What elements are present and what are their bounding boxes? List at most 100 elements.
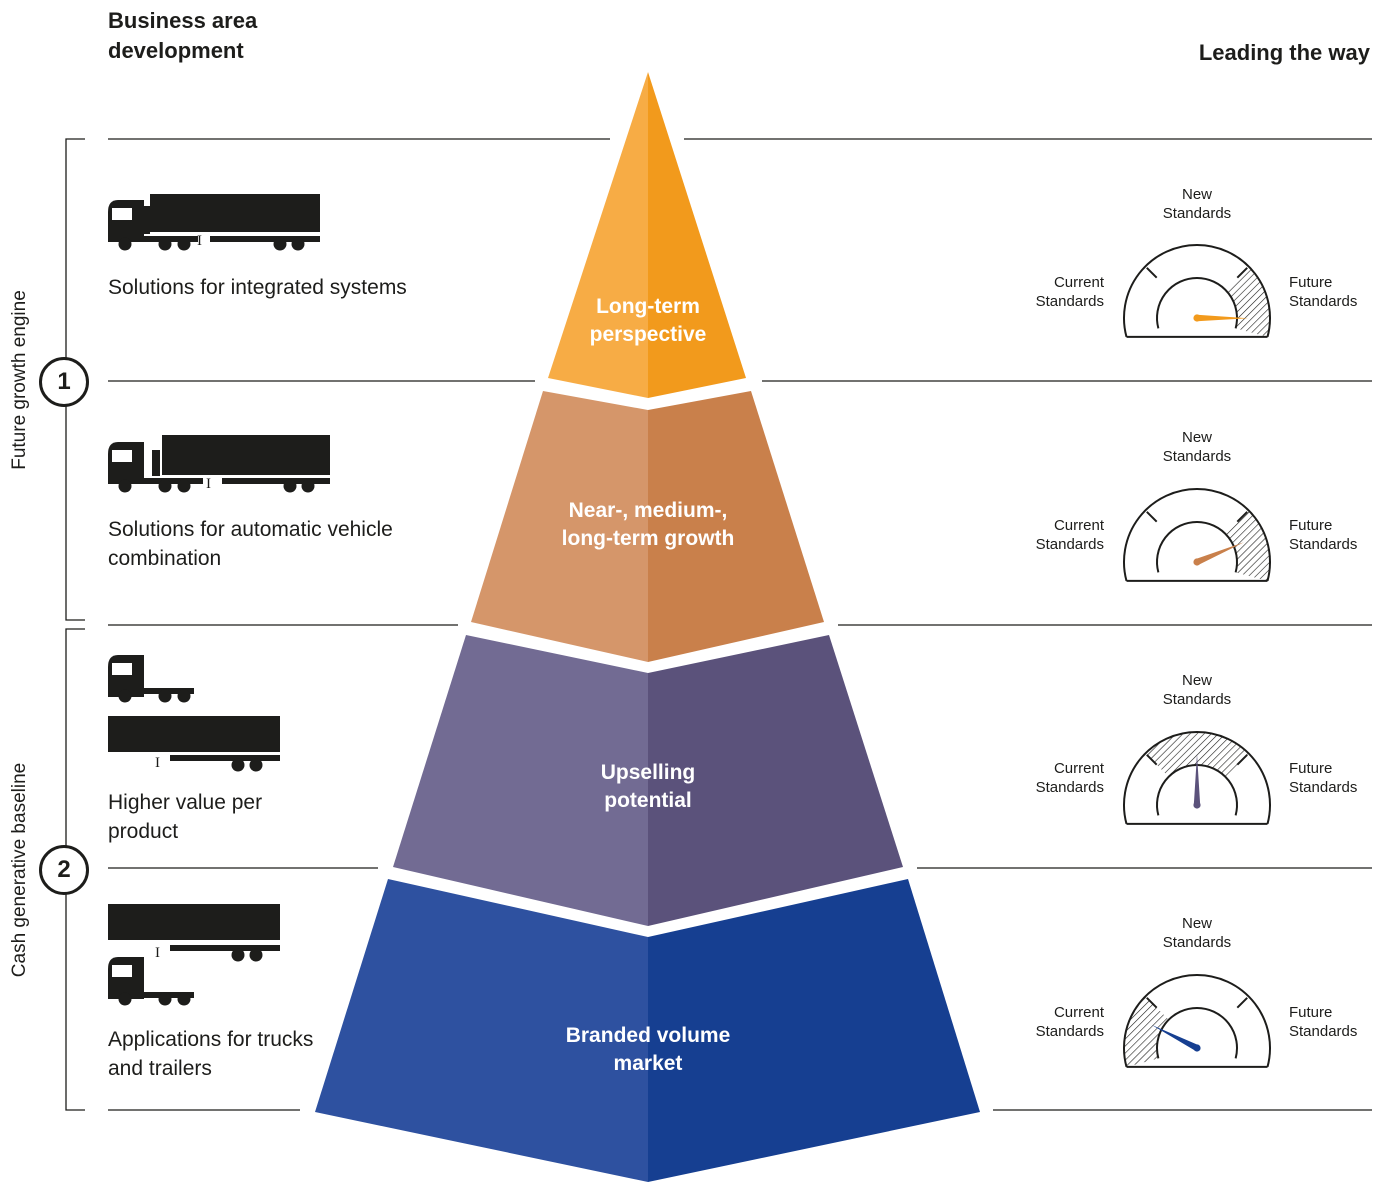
cab-window bbox=[112, 208, 132, 220]
group-brackets bbox=[65, 138, 85, 1111]
wheel bbox=[249, 758, 263, 772]
kingpin-mark: I bbox=[155, 945, 160, 961]
group-1-number: 1 bbox=[39, 357, 89, 407]
row-1-label: Solutions for integrated systems bbox=[108, 276, 407, 299]
wheel bbox=[231, 758, 245, 772]
gauges bbox=[1123, 243, 1271, 1068]
gauge-outer-arc bbox=[1123, 973, 1271, 1068]
pyramid-tier-3-left bbox=[393, 635, 648, 926]
kingpin-mark: I bbox=[197, 233, 202, 249]
wheel bbox=[177, 992, 191, 1006]
kingpin-mark: I bbox=[206, 476, 211, 492]
wheel bbox=[177, 479, 191, 493]
row-3-label: Higher value per product bbox=[108, 791, 263, 843]
gauge-tick bbox=[1146, 997, 1158, 1009]
wheel bbox=[158, 237, 172, 251]
gauge-tick bbox=[1236, 267, 1248, 279]
wheel bbox=[177, 689, 191, 703]
gauge-inner-arc bbox=[1156, 521, 1238, 573]
gauge-tick bbox=[1146, 267, 1158, 279]
truck-and-trailer-icon: I bbox=[108, 655, 280, 772]
wheel bbox=[273, 237, 287, 251]
left-header: Business area development bbox=[108, 8, 258, 63]
pyramid-tier-3-right bbox=[648, 635, 903, 926]
gauge-3-right-label: Future Standards bbox=[1289, 760, 1358, 796]
separator-lines bbox=[108, 138, 1372, 1111]
wheel bbox=[158, 992, 172, 1006]
gauge-tick bbox=[1236, 754, 1248, 766]
gauge-needle-hub bbox=[1193, 558, 1201, 566]
gauge-4-right-label: Future Standards bbox=[1289, 1004, 1358, 1040]
group-1-label: Future growth engine bbox=[9, 290, 30, 470]
gauge-tick bbox=[1146, 754, 1158, 766]
pyramid-tier-1-left bbox=[548, 72, 648, 398]
gauge-outer-arc bbox=[1123, 243, 1271, 338]
trailer-and-truck-icon: I bbox=[108, 904, 280, 1006]
wheel bbox=[158, 479, 172, 493]
gauge-1-top-label: New Standards bbox=[1162, 186, 1232, 222]
gauge-2-right-label: Future Standards bbox=[1289, 517, 1358, 553]
truck-trailer-icon: I bbox=[108, 194, 320, 251]
group-2-label: Cash generative baseline bbox=[9, 762, 30, 978]
wheel bbox=[177, 237, 191, 251]
pyramid-tier-2-right bbox=[648, 391, 824, 662]
gauge-needle bbox=[1193, 754, 1201, 805]
gauge-needle-hub bbox=[1193, 314, 1201, 322]
gauge-inner-arc bbox=[1156, 1007, 1238, 1059]
gauge-4-top-label: New Standards bbox=[1162, 915, 1232, 951]
cab-body bbox=[108, 442, 144, 484]
gauge-2-left-label: Current Standards bbox=[1035, 517, 1104, 553]
wheel bbox=[291, 237, 305, 251]
wheel bbox=[283, 479, 297, 493]
wheel bbox=[118, 237, 132, 251]
row-2-label: Solutions for automatic vehicle combinat… bbox=[108, 518, 393, 570]
gauge-2-top-label: New Standards bbox=[1162, 429, 1232, 465]
gauge-outer-arc bbox=[1123, 487, 1271, 582]
trailer-box bbox=[108, 716, 280, 752]
wheel bbox=[231, 948, 245, 962]
truck-icons: I I I I bbox=[108, 194, 330, 1006]
gauge-icon bbox=[1123, 487, 1271, 582]
gauge-highlight-zone bbox=[1123, 996, 1169, 1067]
pyramid bbox=[315, 72, 980, 1182]
gauge-3-top-label: New Standards bbox=[1162, 672, 1232, 708]
right-header: Leading the way bbox=[1198, 40, 1370, 65]
trailer-box bbox=[108, 904, 280, 940]
pyramid-tier-2-left bbox=[471, 391, 648, 662]
trailer-box bbox=[162, 435, 330, 475]
wheel bbox=[118, 689, 132, 703]
pyramid-tier-1-right bbox=[648, 72, 746, 398]
kingpin-mark: I bbox=[155, 755, 160, 771]
trailer-box bbox=[150, 194, 320, 232]
wheel bbox=[118, 992, 132, 1006]
wheel bbox=[158, 689, 172, 703]
tier-1-label: Long-term perspective bbox=[589, 295, 707, 346]
tier-3-label: Upselling potential bbox=[600, 761, 696, 812]
gauge-1-left-label: Current Standards bbox=[1035, 274, 1104, 310]
gauge-needle-hub bbox=[1193, 801, 1201, 809]
gauge-needle bbox=[1196, 314, 1248, 322]
gauge-needle-hub bbox=[1193, 1044, 1201, 1052]
cab-body bbox=[108, 200, 144, 242]
pyramid-tier-4-left bbox=[315, 879, 648, 1182]
gauge-needle bbox=[1195, 542, 1245, 565]
pyramid-tier-4-right bbox=[648, 879, 980, 1182]
gauge-icon bbox=[1123, 243, 1271, 338]
gauge-tick bbox=[1236, 511, 1248, 523]
gauge-needle bbox=[1151, 1024, 1199, 1051]
gauge-tick bbox=[1236, 997, 1248, 1009]
cab-window bbox=[112, 450, 132, 462]
gauge-4-left-label: Current Standards bbox=[1035, 1004, 1104, 1040]
gauge-outer-arc bbox=[1123, 730, 1271, 825]
cab-window bbox=[112, 965, 132, 977]
gauge-highlight-zone bbox=[1225, 510, 1270, 581]
wheel bbox=[249, 948, 263, 962]
gauge-3-left-label: Current Standards bbox=[1035, 760, 1104, 796]
cab-window bbox=[112, 663, 132, 675]
wheel bbox=[301, 479, 315, 493]
row-4-label: Applications for trucks and trailers bbox=[108, 1028, 314, 1080]
truck-trailer-coupled-icon: I bbox=[108, 435, 330, 493]
gauge-1-right-label: Future Standards bbox=[1289, 274, 1358, 310]
gauge-highlight-zone bbox=[1225, 266, 1270, 337]
